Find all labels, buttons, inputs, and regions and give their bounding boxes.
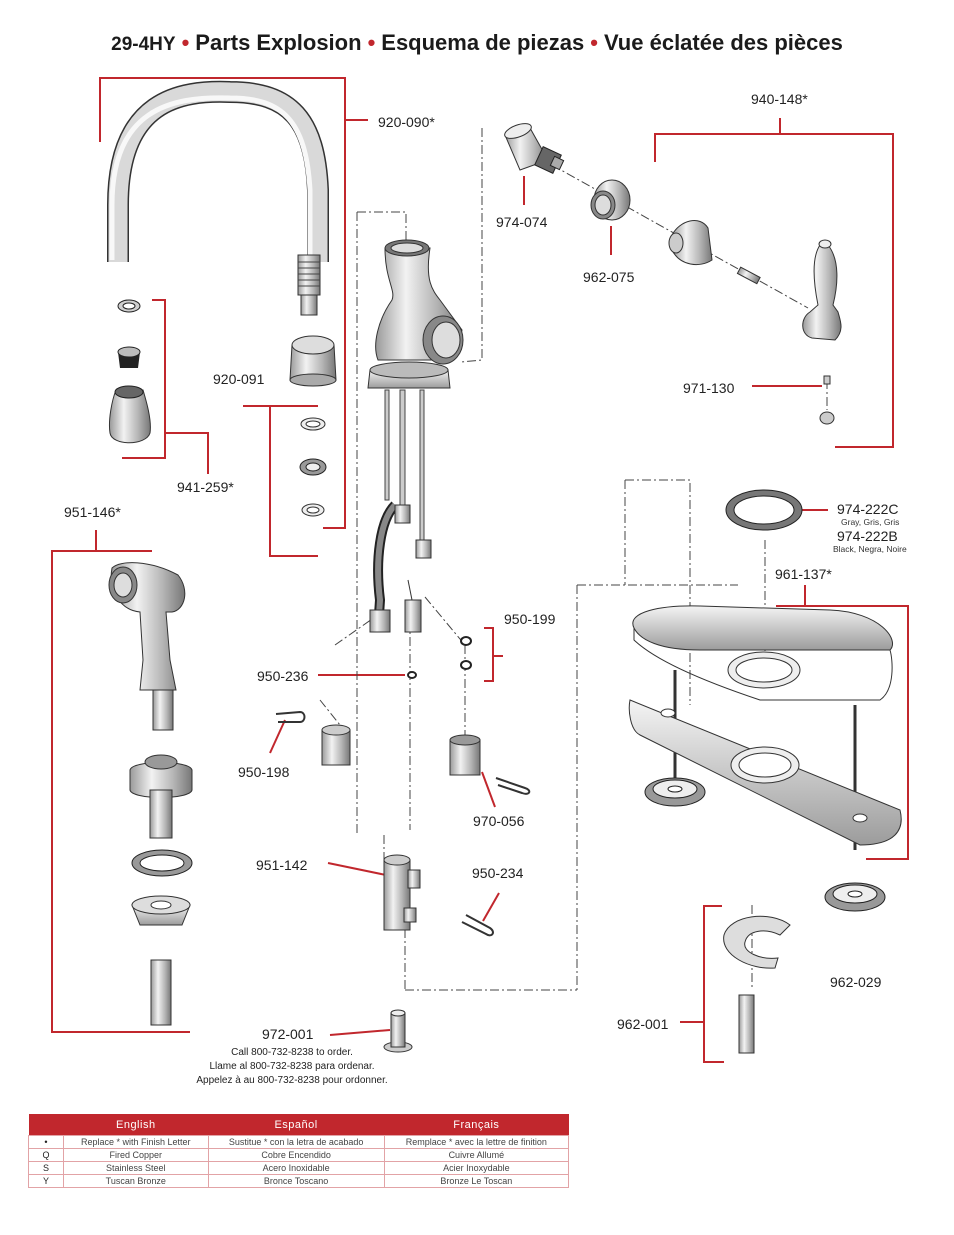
finish-french: Acier Inoxydable: [383, 1161, 570, 1175]
order-info: Call 800-732-8238 to order. Llame al 800…: [160, 1046, 424, 1088]
part-note-974-222b: Black, Negra, Noire: [833, 544, 907, 554]
legend-header-code: [28, 1114, 64, 1136]
finish-english: Fired Copper: [63, 1148, 209, 1162]
part-label-920-091: 920-091: [213, 371, 265, 387]
part-label-962-001: 962-001: [617, 1016, 669, 1032]
finish-code: •: [28, 1135, 64, 1149]
finish-spanish: Sustitue * con la letra de acabado: [207, 1135, 385, 1149]
mounting-bracket: [723, 915, 791, 1054]
part-note-974-222c: Gray, Gris, Gris: [841, 517, 900, 527]
finish-spanish: Bronce Toscano: [207, 1174, 385, 1188]
part-label-951-146: 951-146*: [64, 504, 121, 520]
part-label-950-199: 950-199: [504, 611, 556, 627]
mounting-nuts: [644, 777, 886, 912]
diverter-valve: [383, 854, 494, 937]
escutcheon-plate: [628, 605, 902, 850]
legend-header-english: English: [63, 1114, 209, 1136]
part-label-962-029: 962-029: [830, 974, 882, 990]
finish-english: Tuscan Bronze: [63, 1174, 209, 1188]
finish-spanish: Acero Inoxidable: [207, 1161, 385, 1175]
part-label-962-075: 962-075: [583, 269, 635, 285]
finish-code: Y: [28, 1174, 64, 1188]
part-label-974-222c: 974-222C: [837, 501, 899, 517]
order-info-english: Call 800-732-8238 to order.: [231, 1047, 353, 1058]
title-spanish: Esquema de piezas: [381, 30, 585, 55]
order-info-spanish: Llame al 800-732-8238 para ordenar.: [209, 1061, 375, 1072]
finish-spanish: Cobre Encendido: [207, 1148, 385, 1162]
bonnet-nut: [590, 179, 631, 221]
table-row: S Stainless Steel Acero Inoxidable Acier…: [28, 1161, 570, 1175]
part-label-950-236: 950-236: [257, 668, 309, 684]
model-number: 29-4HY: [111, 34, 176, 55]
part-label-941-259: 941-259*: [177, 479, 234, 495]
part-label-950-234: 950-234: [472, 865, 524, 881]
callout-brackets: [51, 77, 909, 1063]
legend-header-row: English Español Français: [28, 1114, 569, 1136]
title-french: Vue éclatée des pièces: [603, 30, 843, 55]
deck-gasket: [725, 489, 803, 531]
part-label-970-056: 970-056: [473, 813, 525, 829]
table-row: Q Fired Copper Cobre Encendido Cuivre Al…: [28, 1148, 570, 1162]
parts-explosion-diagram: [51, 77, 909, 1063]
aerator-assembly: [109, 299, 151, 444]
assembly-lines: [319, 128, 828, 991]
finish-french: Cuivre Allumé: [383, 1148, 570, 1162]
part-label-972-001: 972-001: [262, 1026, 314, 1042]
hose-adapters: [275, 710, 531, 795]
title-separator: •: [367, 30, 376, 55]
part-label-951-142: 951-142: [256, 857, 308, 873]
part-label-950-198: 950-198: [238, 764, 290, 780]
title-separator: •: [181, 30, 190, 55]
page-title: 29-4HY•Parts Explosion•Esquema de piezas…: [0, 30, 954, 56]
finish-english: Stainless Steel: [63, 1161, 209, 1175]
handle-assembly: [668, 220, 842, 425]
title-english: Parts Explosion: [195, 30, 362, 55]
part-label-971-130: 971-130: [683, 380, 735, 396]
part-label-920-090: 920-090*: [378, 114, 435, 130]
diverter-parts: [289, 335, 337, 517]
order-info-french: Appelez à au 800-732-8238 pour ordonner.: [196, 1075, 388, 1086]
part-label-974-074: 974-074: [496, 214, 548, 230]
finish-legend-table: English Español Français • Replace * wit…: [28, 1114, 570, 1188]
table-row: • Replace * with Finish Letter Sustitue …: [28, 1135, 570, 1149]
cartridge: [504, 123, 565, 174]
weight-pin: [383, 1009, 413, 1053]
faucet-body: [367, 239, 464, 633]
part-label-974-222b: 974-222B: [837, 528, 898, 544]
part-label-940-148: 940-148*: [751, 91, 808, 107]
finish-english: Replace * with Finish Letter: [63, 1135, 209, 1149]
finish-french: Remplace * avec la lettre de finition: [383, 1135, 570, 1149]
o-rings: [407, 636, 472, 679]
finish-code: Q: [28, 1148, 64, 1162]
side-sprayer: [108, 562, 193, 1026]
title-separator: •: [590, 30, 598, 55]
legend-header-french: Français: [384, 1114, 569, 1136]
table-row: Y Tuscan Bronze Bronce Toscano Bronze Le…: [28, 1174, 570, 1188]
legend-header-spanish: Español: [208, 1114, 385, 1136]
finish-code: S: [28, 1161, 64, 1175]
finish-french: Bronze Le Toscan: [383, 1174, 570, 1188]
part-label-961-137: 961-137*: [775, 566, 832, 582]
spout: [107, 80, 329, 316]
